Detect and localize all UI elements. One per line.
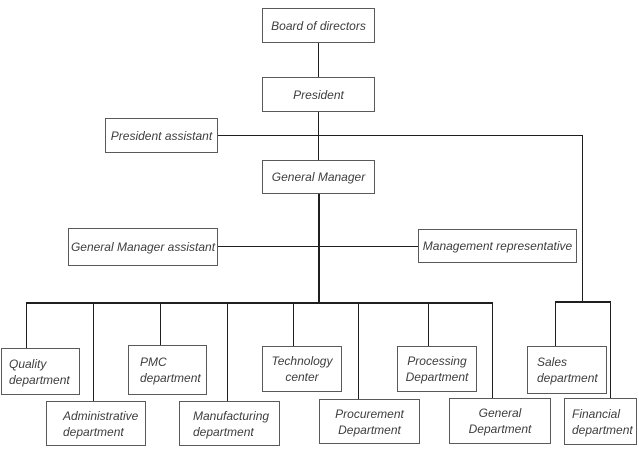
connector-drop-financial bbox=[610, 301, 611, 398]
connector-drop-administrative bbox=[93, 302, 94, 401]
org-node-general-department: General Department bbox=[449, 398, 551, 444]
connector-drop-sales bbox=[555, 301, 556, 347]
org-node-label: President assistant bbox=[110, 128, 213, 143]
org-node-label: Sales department bbox=[537, 355, 598, 385]
org-node-general-manager: General Manager bbox=[262, 160, 375, 194]
connector-president-general-manager bbox=[318, 112, 319, 160]
org-node-sales-department: Sales department bbox=[527, 346, 607, 394]
org-node-financial-department: Financial department bbox=[564, 398, 637, 445]
org-node-label: PMC department bbox=[140, 355, 201, 385]
org-node-technology-center: Technology center bbox=[262, 346, 342, 392]
org-node-quality-department: Quality department bbox=[1, 348, 80, 395]
connector-drop-general bbox=[492, 302, 493, 398]
org-node-label: General Department bbox=[468, 406, 532, 436]
org-node-label: Management representative bbox=[422, 239, 573, 253]
connector-drop-manufacturing bbox=[227, 302, 228, 401]
org-node-label: Quality department bbox=[9, 356, 70, 387]
org-node-manufacturing-department: Manufacturing department bbox=[179, 401, 280, 446]
connector-general-manager-trunk bbox=[318, 194, 320, 303]
connector-drop-procurement bbox=[358, 302, 359, 399]
connector-right-branch-rail bbox=[555, 301, 611, 303]
connector-drop-processing bbox=[428, 302, 429, 346]
org-node-label: Technology center bbox=[271, 354, 333, 384]
org-node-processing-department: Processing Department bbox=[397, 346, 477, 392]
org-node-administrative-department: Administrative department bbox=[46, 401, 146, 446]
org-node-label: General Manager bbox=[271, 170, 366, 184]
org-node-label: Processing Department bbox=[405, 354, 469, 384]
connector-president-assistant-horizontal bbox=[218, 135, 583, 136]
org-node-label: Manufacturing department bbox=[193, 408, 270, 439]
connector-drop-technology bbox=[293, 302, 294, 346]
connector-drop-pmc bbox=[160, 302, 161, 345]
org-node-general-manager-assistant: General Manager assistant bbox=[68, 228, 218, 266]
org-node-board-of-directors: Board of directors bbox=[262, 8, 375, 43]
connector-right-branch-vertical bbox=[582, 135, 583, 303]
org-node-management-representative: Management representative bbox=[418, 229, 577, 263]
connector-board-president bbox=[318, 43, 319, 77]
org-node-label: Procurement Department bbox=[335, 406, 404, 437]
org-node-president: President bbox=[262, 77, 375, 112]
org-node-president-assistant: President assistant bbox=[105, 118, 218, 153]
connector-department-rail bbox=[26, 302, 493, 304]
org-node-label: Board of directors bbox=[271, 18, 366, 33]
org-node-label: General Manager assistant bbox=[70, 240, 216, 254]
connector-drop-quality bbox=[26, 302, 27, 348]
org-node-label: President bbox=[293, 87, 344, 102]
org-node-procurement-department: Procurement Department bbox=[319, 399, 420, 444]
org-node-label: Financial department bbox=[572, 406, 633, 437]
org-node-pmc-department: PMC department bbox=[128, 345, 207, 395]
org-node-label: Administrative department bbox=[63, 408, 139, 439]
